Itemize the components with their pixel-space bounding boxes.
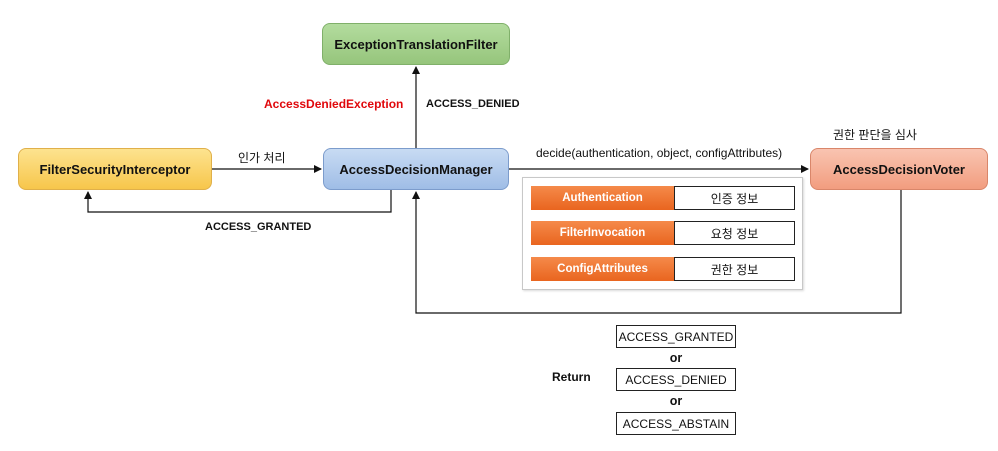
param-row: ConfigAttributes 권한 정보 [531, 257, 795, 281]
param-name: FilterInvocation [531, 221, 674, 245]
access-granted-label: ACCESS_GRANTED [205, 221, 312, 233]
return-value-box: ACCESS_GRANTED [616, 325, 736, 348]
param-description: 요청 정보 [674, 221, 795, 245]
return-label: Return [552, 370, 591, 384]
exception-translation-filter-node: ExceptionTranslationFilter [322, 23, 510, 65]
access-denied-exception-label: AccessDeniedException [264, 97, 404, 111]
vote-return-arrow [412, 190, 902, 314]
access-granted-arrow [84, 190, 392, 213]
or-separator: or [669, 394, 683, 408]
access-denied-label: ACCESS_DENIED [426, 98, 520, 110]
decide-label: decide(authentication, object, configAtt… [536, 146, 783, 160]
or-separator: or [669, 351, 683, 365]
voter-caption-label: 권한 판단을 심사 [833, 128, 917, 142]
access-decision-voter-label: AccessDecisionVoter [833, 161, 965, 177]
param-name: Authentication [531, 186, 674, 210]
param-row: FilterInvocation 요청 정보 [531, 221, 795, 245]
filter-security-interceptor-node: FilterSecurityInterceptor [18, 148, 212, 190]
access-decision-voter-node: AccessDecisionVoter [810, 148, 988, 190]
param-name: ConfigAttributes [531, 257, 674, 281]
return-value-box: ACCESS_DENIED [616, 368, 736, 391]
access-decision-manager-node: AccessDecisionManager [323, 148, 509, 190]
access-decision-manager-label: AccessDecisionManager [339, 161, 493, 177]
filter-security-interceptor-label: FilterSecurityInterceptor [39, 161, 191, 177]
param-row: Authentication 인증 정보 [531, 186, 795, 210]
return-value-box: ACCESS_ABSTAIN [616, 412, 736, 435]
param-description: 권한 정보 [674, 257, 795, 281]
authorize-label: 인가 처리 [238, 151, 286, 165]
exception-translation-filter-label: ExceptionTranslationFilter [334, 36, 498, 52]
param-description: 인증 정보 [674, 186, 795, 210]
decide-parameters-panel: Authentication 인증 정보 FilterInvocation 요청… [522, 177, 803, 290]
